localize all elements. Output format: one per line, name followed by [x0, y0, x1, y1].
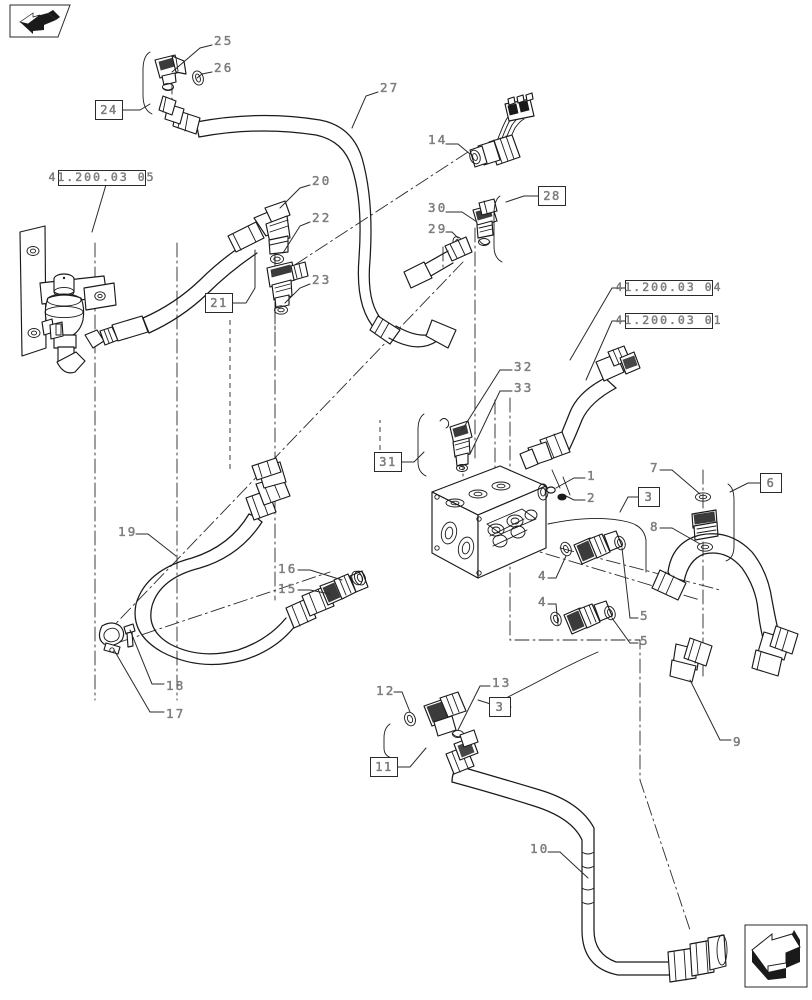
hose-10: [445, 729, 728, 983]
callout-30: 30: [428, 200, 448, 215]
hose-9: [651, 533, 799, 683]
oring-16: [354, 570, 366, 586]
check-valve-21: [266, 261, 309, 315]
callout-4a: 4: [538, 568, 548, 583]
valve-manifold-block: [431, 465, 549, 579]
orientation-arrow-right-icon: [744, 924, 808, 988]
oring-26: [192, 70, 204, 86]
leader-lines: [91, 44, 761, 879]
callout-4b: 4: [538, 594, 548, 609]
callout-16: 16: [278, 561, 298, 576]
callout-32: 32: [514, 359, 534, 374]
callout-2: 2: [587, 490, 597, 505]
callout-9: 9: [733, 734, 743, 749]
connector-13: [423, 691, 467, 739]
hose-19: [134, 457, 335, 666]
pressure-regulator-assembly: [19, 225, 149, 374]
callout-13: 13: [492, 675, 512, 690]
quick-coupler-3a: [560, 530, 626, 565]
ref-41-200-03-04[interactable]: 41.200.03 04: [615, 280, 723, 296]
oring-22: [270, 254, 284, 264]
callout-33: 33: [514, 380, 534, 395]
group-3b: 3: [489, 697, 511, 717]
hose-27: [158, 95, 457, 349]
orientation-arrow-left-icon: [9, 4, 71, 38]
hose-stub-28: [403, 236, 473, 289]
callout-22: 22: [312, 210, 332, 225]
bolt-18: [123, 623, 136, 648]
callout-14: 14: [428, 132, 448, 147]
callout-19: 19: [118, 524, 138, 539]
callout-18: 18: [166, 678, 186, 693]
callout-29: 29: [428, 221, 448, 236]
clamp-17: [98, 622, 125, 655]
screws-1-2: [546, 469, 571, 501]
callout-26: 26: [214, 60, 234, 75]
callout-25: 25: [214, 33, 234, 48]
callout-5b: 5: [640, 633, 650, 648]
callout-17: 17: [166, 706, 186, 721]
group-3a: 3: [638, 487, 660, 507]
quick-coupler-3b: [550, 600, 616, 635]
group-11: 11: [370, 757, 398, 777]
callout-1: 1: [587, 468, 597, 483]
callout-8: 8: [650, 519, 660, 534]
group-31: 31: [374, 452, 402, 472]
rigid-pipe-upper-right: [519, 345, 641, 470]
group-28: 28: [538, 186, 566, 206]
elbow-30: [472, 198, 498, 246]
callout-20: 20: [312, 173, 332, 188]
callout-5a: 5: [640, 608, 650, 623]
oring-12: [404, 711, 416, 727]
construction-centerlines: [94, 79, 721, 931]
group-24: 24: [95, 100, 123, 120]
callout-15: 15: [278, 581, 298, 596]
connector-25: [154, 54, 187, 92]
relief-valve-32: [439, 418, 473, 472]
adaptor-6: [691, 492, 719, 552]
callout-7: 7: [650, 460, 660, 475]
group-6: 6: [760, 473, 782, 493]
hose-21: [142, 200, 291, 334]
callout-10: 10: [530, 841, 550, 856]
callout-27: 27: [380, 80, 400, 95]
ref-41-200-03-01[interactable]: 41.200.03 01: [615, 313, 723, 329]
callout-12: 12: [376, 683, 396, 698]
callout-23: 23: [312, 272, 332, 287]
pressure-switch-14: [469, 92, 535, 168]
group-21: 21: [205, 293, 233, 313]
ref-41-200-03-05[interactable]: 41.200.03 05: [48, 170, 156, 186]
